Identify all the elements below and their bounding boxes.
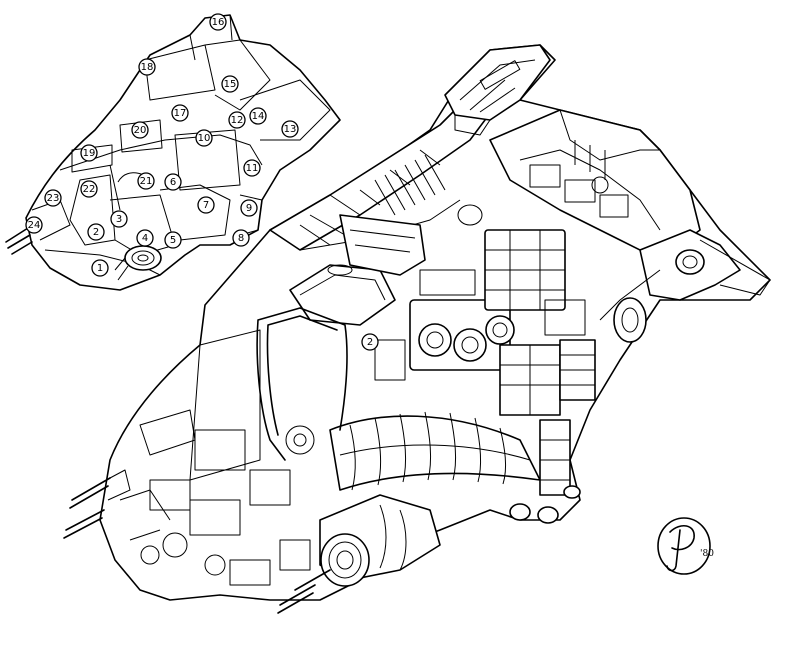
callout-3: 3 (110, 210, 128, 228)
side-turret (599, 229, 771, 343)
callout-number: 5 (170, 235, 176, 246)
callout-number: 12 (231, 115, 244, 126)
callout-circle (243, 159, 261, 177)
callout-circle (80, 180, 98, 198)
callout-number: 21 (140, 176, 153, 187)
callout-11: 11 (243, 159, 261, 177)
callout-circle (137, 172, 155, 190)
callout-circle (195, 129, 213, 147)
callout-circle (164, 231, 182, 249)
callout-circle (110, 210, 128, 228)
callout-circle (25, 216, 43, 234)
callout-6: 6 (164, 173, 182, 191)
key-cannon (114, 245, 162, 281)
callout-circle (136, 229, 154, 247)
artist-signature: '80 (657, 517, 714, 575)
callout-number: 3 (116, 214, 122, 225)
callout-number: 4 (142, 233, 148, 244)
callout-12: 12 (228, 111, 246, 129)
callout-number: 16 (212, 17, 225, 28)
callout-circle (249, 107, 267, 125)
callout-number: 17 (174, 108, 187, 119)
cockpit-canopy (289, 214, 426, 326)
callout-number: 9 (246, 203, 252, 214)
dorsal-vents (374, 154, 446, 216)
callout-number: 19 (83, 148, 96, 159)
main-callout-2: 2 (361, 333, 379, 351)
callout-2: 2 (87, 223, 105, 241)
callout-circle (281, 120, 299, 138)
callout-circle (80, 144, 98, 162)
callout-circle (197, 196, 215, 214)
callout-10: 10 (195, 129, 213, 147)
callout-number: 20 (134, 125, 147, 136)
sensor-pod (444, 44, 551, 136)
callout-circle (44, 189, 62, 207)
main-callout-circle (361, 333, 379, 351)
key-barrels (5, 227, 33, 255)
callout-circle (164, 173, 182, 191)
callout-20: 20 (131, 121, 149, 139)
callout-number: 14 (252, 111, 265, 122)
callout-number: 6 (170, 177, 176, 188)
central-machinery (374, 229, 596, 416)
callout-circle (87, 223, 105, 241)
callout-circle (240, 199, 258, 217)
callout-21: 21 (137, 172, 155, 190)
callout-7: 7 (197, 196, 215, 214)
chin-cannon (319, 494, 441, 587)
callout-circle (228, 111, 246, 129)
main-callout-number: 2 (367, 337, 373, 348)
callout-number: 23 (47, 193, 60, 204)
callout-5: 5 (164, 231, 182, 249)
callout-number: 22 (83, 184, 96, 195)
callout-number: 1 (97, 263, 103, 274)
callout-number: 13 (284, 124, 297, 135)
callout-16: 16 (209, 13, 227, 31)
main-callout: 2 (361, 333, 379, 351)
signature-year: '80 (700, 549, 714, 559)
callout-14: 14 (249, 107, 267, 125)
landing-struts (509, 419, 581, 524)
callout-number: 7 (203, 200, 209, 211)
forward-bay (119, 329, 315, 586)
callout-9: 9 (240, 199, 258, 217)
upper-right-armour (457, 109, 701, 261)
callout-number: 18 (141, 62, 154, 73)
callout-circle (209, 13, 227, 31)
callout-number: 8 (238, 233, 244, 244)
key-outline (25, 14, 341, 291)
callout-19: 19 (80, 144, 98, 162)
callout-circle (232, 229, 250, 247)
callout-23: 23 (44, 189, 62, 207)
callout-1: 1 (91, 259, 109, 277)
nose-barrels (63, 469, 331, 614)
callout-22: 22 (80, 180, 98, 198)
callout-13: 13 (281, 120, 299, 138)
callout-circle (91, 259, 109, 277)
callout-number: 2 (93, 227, 99, 238)
callout-circle (138, 58, 156, 76)
callout-17: 17 (171, 104, 189, 122)
callout-18: 18 (138, 58, 156, 76)
callout-circle (131, 121, 149, 139)
callout-number: 11 (246, 163, 259, 174)
callout-15: 15 (221, 75, 239, 93)
callout-8: 8 (232, 229, 250, 247)
callout-circle (221, 75, 239, 93)
callout-number: 24 (28, 220, 41, 231)
callout-4: 4 (136, 229, 154, 247)
callout-number: 15 (224, 79, 237, 90)
callout-24: 24 (25, 216, 43, 234)
callout-number: 10 (198, 133, 211, 144)
callout-circle (171, 104, 189, 122)
main-cutaway-ship: 2 (63, 44, 771, 614)
